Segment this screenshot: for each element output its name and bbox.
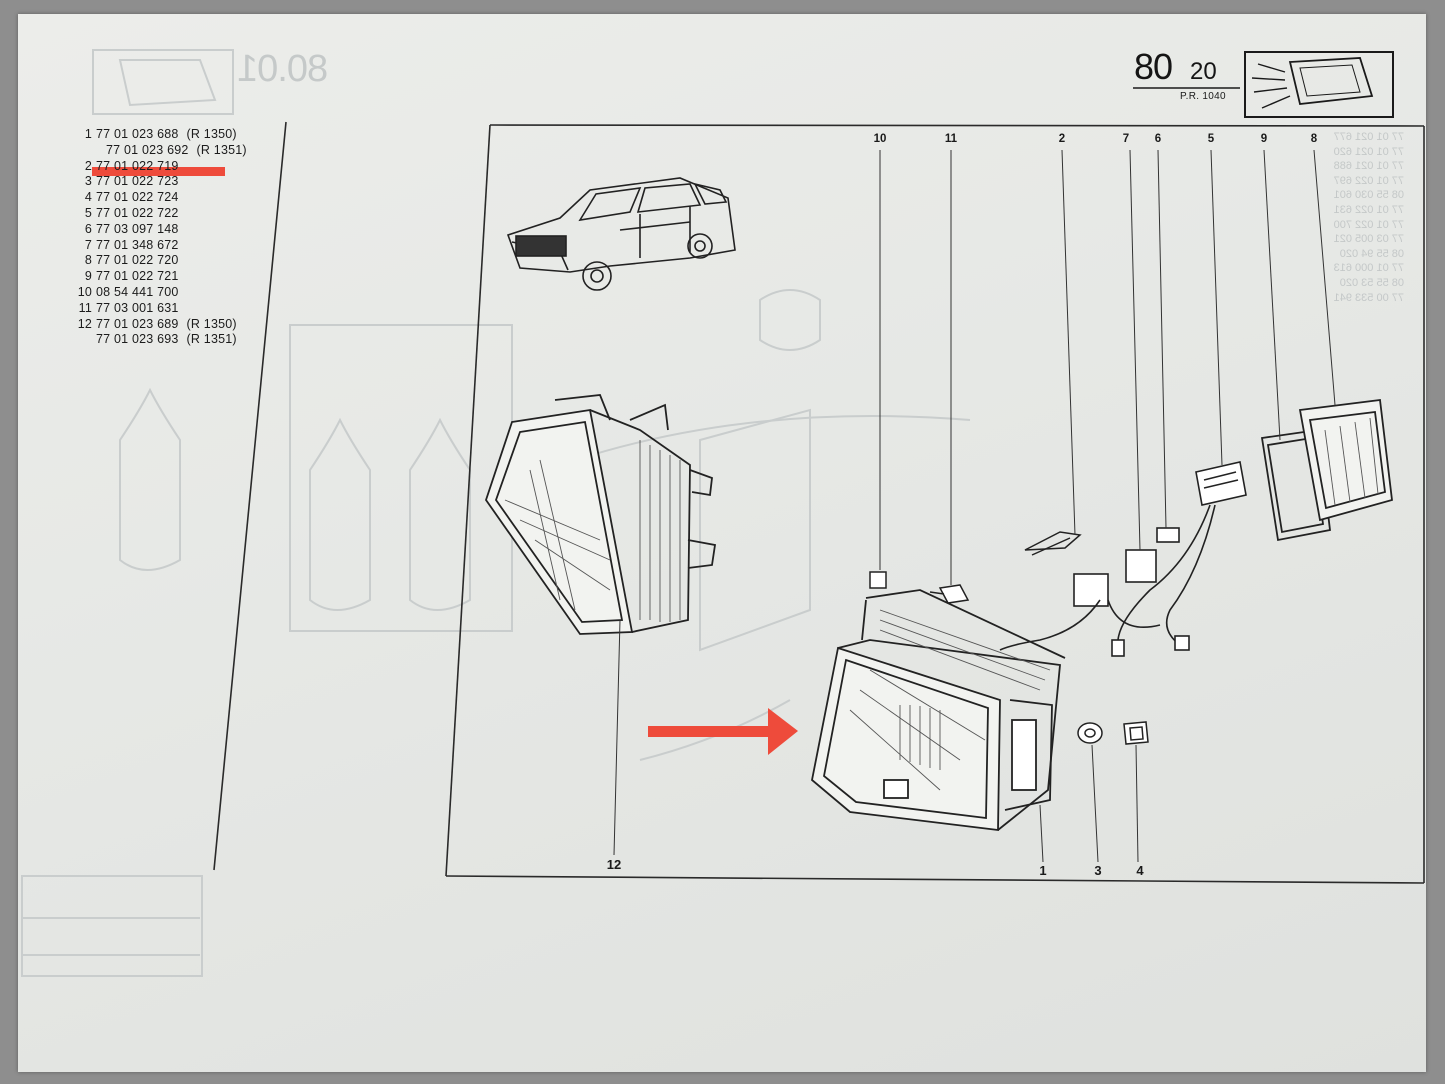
callout-top-8: 8 <box>1310 133 1318 145</box>
part-number-index: 12 <box>77 316 92 331</box>
wiring-harness-illustration <box>999 461 1247 657</box>
part-number-index: 1 <box>84 127 92 141</box>
part-reference: 77 01 022 723 <box>96 174 179 189</box>
callout-bottom-3: 3 <box>1094 863 1102 878</box>
parts-list-row: 6 77 03 097 148 <box>62 222 272 238</box>
page-code: 80 <box>1134 46 1173 87</box>
part-number-index: 6 <box>84 221 92 236</box>
part-reference: 77 01 022 721 <box>96 269 179 284</box>
part-number-index: 2 <box>84 158 92 173</box>
callout-top-2: 2 <box>1058 133 1066 145</box>
part-reference: 77 03 097 148 <box>96 221 179 236</box>
parts-list-row: 10 08 54 441 700 <box>62 285 272 301</box>
headlamp-header-icon <box>1133 51 1394 118</box>
callout-bottom-12: 12 <box>606 857 622 872</box>
part-number-index: 11 <box>78 300 92 315</box>
small-parts-illustration <box>869 531 1082 604</box>
parts-list-row: 3 77 01 022 723 <box>62 174 272 190</box>
page-frame-lines <box>213 121 1425 884</box>
parts-list-row: 77 01 023 693 (R 1351) <box>62 332 272 348</box>
part-reference: 77 03 001 631 <box>96 300 179 315</box>
page-sub-code: 20 <box>1190 58 1217 85</box>
parts-list-row: 2 77 01 022 719 <box>62 159 272 175</box>
parts-list-row: 7 77 01 348 672 <box>62 238 272 254</box>
part-variant: (R 1350) <box>186 127 237 141</box>
parts-list-row: 9 77 01 022 721 <box>62 269 272 285</box>
headlamp-1-illustration <box>811 589 1066 832</box>
part-reference: 08 54 441 700 <box>96 284 179 299</box>
parts-list-row: 12 77 01 023 689 (R 1350) <box>62 317 272 333</box>
callout-top-6: 6 <box>1154 133 1162 145</box>
part-variant: (R 1351) <box>196 142 247 157</box>
callout-top-9: 9 <box>1260 133 1268 145</box>
part-number-index: 10 <box>77 284 92 299</box>
part-number-index: 8 <box>84 253 92 268</box>
parts-list-row: 1 77 01 023 688 (R 1350) <box>62 127 272 143</box>
part-variant: (R 1350) <box>186 316 237 331</box>
car-illustration <box>506 177 736 291</box>
bleed-through-ghost-shapes <box>21 49 971 977</box>
parts-list-row: 77 01 023 692 (R 1351) <box>72 143 272 159</box>
part-reference: 77 01 022 720 <box>96 253 179 268</box>
callout-top-10: 10 <box>873 133 887 145</box>
red-arrow <box>648 708 798 755</box>
callout-bottom-1: 1 <box>1039 863 1047 878</box>
part-reference: 77 01 023 689 <box>96 316 179 331</box>
part-number-index: 5 <box>84 205 92 220</box>
parts-list-row: 8 77 01 022 720 <box>62 253 272 269</box>
part-number-index: 9 <box>84 269 92 284</box>
part-reference: 77 01 023 688 <box>96 127 179 141</box>
part-reference: 77 01 023 692 <box>106 142 189 157</box>
part-reference: 77 01 022 719 <box>96 158 179 173</box>
gasket-and-cover-illustration <box>1260 398 1393 542</box>
callout-top-7: 7 <box>1122 133 1130 145</box>
part-reference: 77 01 348 672 <box>96 237 179 252</box>
callout-bottom-4: 4 <box>1136 863 1144 878</box>
parts-list-row: 4 77 01 022 724 <box>62 190 272 206</box>
callout-top-11: 11 <box>944 133 958 145</box>
part-number-index: 7 <box>84 237 92 252</box>
callout-top-5: 5 <box>1207 133 1215 145</box>
part-variant: (R 1351) <box>186 332 237 347</box>
part-reference: 77 01 022 724 <box>96 190 179 205</box>
part-number-index: 4 <box>84 190 92 205</box>
parts-list-row: 5 77 01 022 722 <box>62 206 272 222</box>
pr-reference: P.R. 1040 <box>1180 91 1226 102</box>
part-reference: 77 01 022 722 <box>96 205 179 220</box>
bulbs-illustration <box>1077 721 1149 745</box>
parts-list-row: 11 77 03 001 631 <box>62 301 272 317</box>
callout-leader-lines <box>613 149 1336 863</box>
red-highlight-bar <box>92 167 225 176</box>
part-number-index: 3 <box>84 174 92 189</box>
headlamp-12-illustration <box>485 394 717 635</box>
part-reference: 77 01 023 693 <box>96 332 179 347</box>
